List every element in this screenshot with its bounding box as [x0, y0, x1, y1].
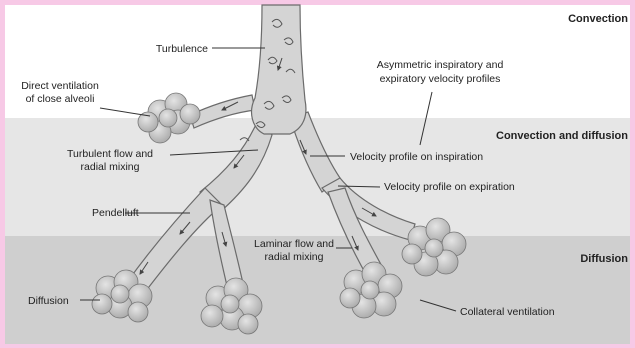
label-velocity-expiration: Velocity profile on expiration: [384, 181, 515, 193]
label-diffusion: Diffusion: [28, 295, 69, 307]
label-turbulent-flow-line2: radial mixing: [81, 161, 140, 173]
zone-title-convection: Convection: [568, 13, 628, 25]
zone-title-convection-diffusion: Convection and diffusion: [496, 130, 628, 142]
label-direct-ventilation-line1: Direct ventilation: [21, 80, 99, 92]
label-direct-ventilation-line2: of close alveoli: [26, 93, 95, 105]
label-laminar-flow-line2: radial mixing: [265, 251, 324, 263]
label-turbulent-flow-line1: Turbulent flow and: [67, 148, 153, 160]
label-velocity-inspiration: Velocity profile on inspiration: [350, 151, 483, 163]
zone-title-diffusion: Diffusion: [580, 253, 628, 265]
label-laminar-flow-line1: Laminar flow and: [254, 238, 334, 250]
label-turbulence: Turbulence: [156, 43, 208, 55]
label-collateral-ventilation: Collateral ventilation: [460, 306, 555, 318]
zone-convection-band: [5, 5, 630, 118]
label-asymmetric-line2: expiratory velocity profiles: [380, 73, 501, 85]
label-pendelluft: Pendelluft: [92, 207, 139, 219]
label-asymmetric-line1: Asymmetric inspiratory and: [377, 59, 504, 71]
